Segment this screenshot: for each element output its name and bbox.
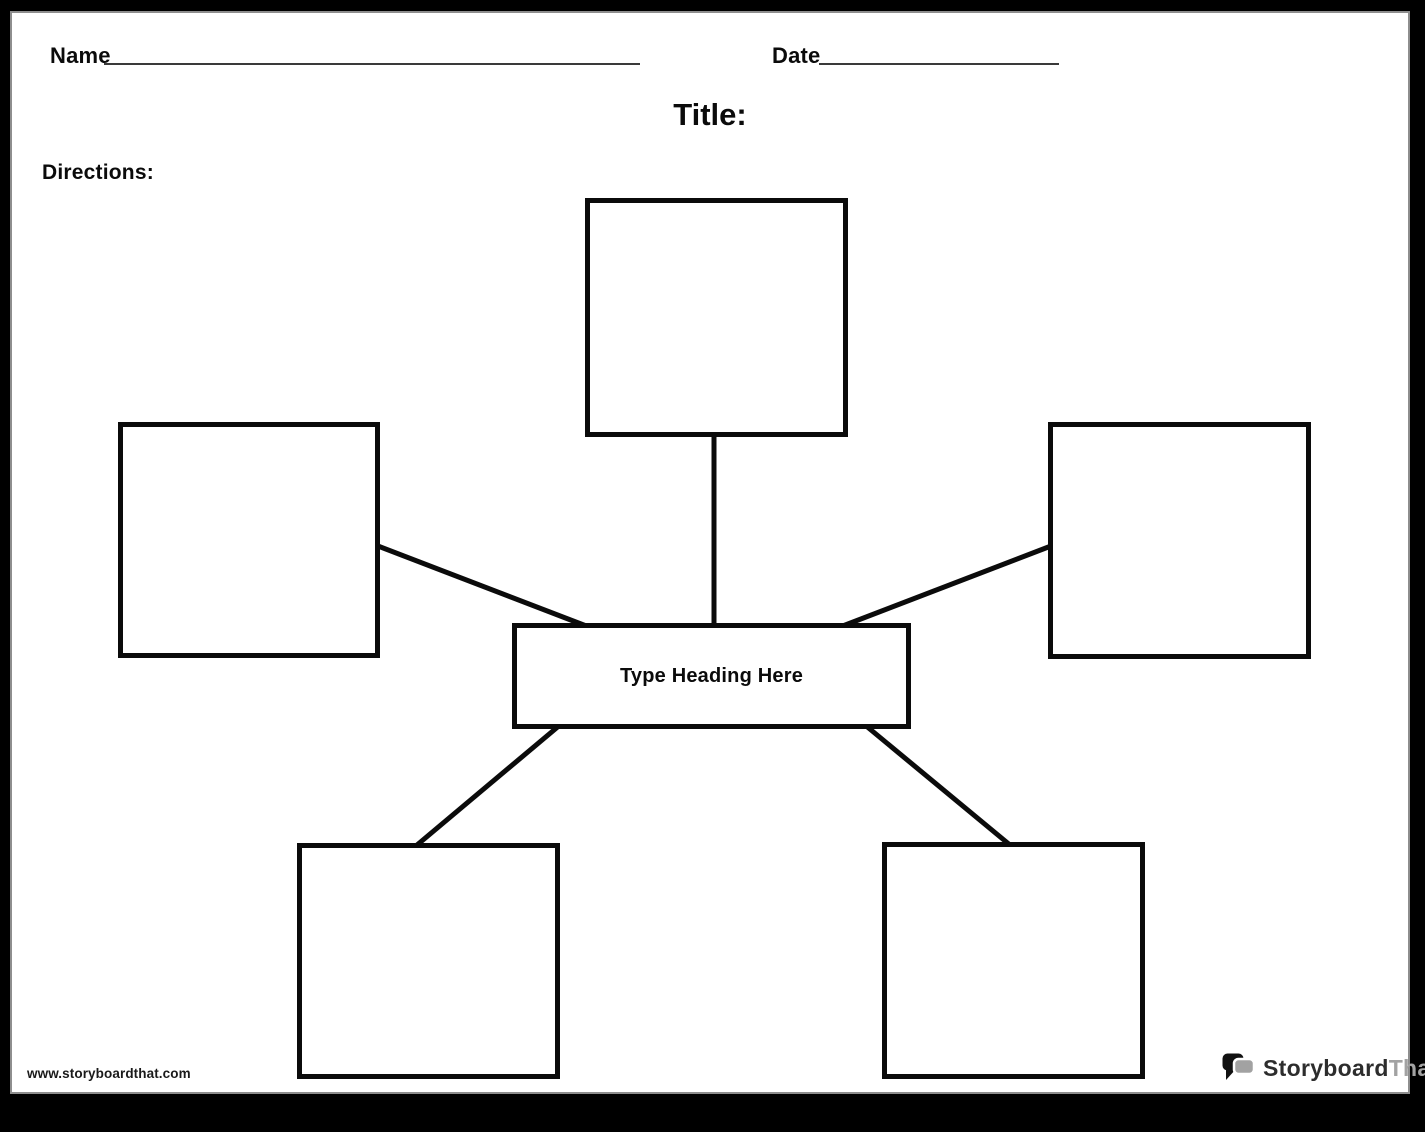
- logo-text-primary: Storyboard: [1263, 1054, 1389, 1081]
- storyboardthat-logo: StoryboardThat: [1222, 1053, 1425, 1083]
- center-heading-text: Type Heading Here: [619, 664, 804, 687]
- website-url: www.storyboardthat.com: [27, 1066, 191, 1081]
- spider-box-bottom-right[interactable]: [882, 842, 1145, 1079]
- date-label: Date: [772, 43, 821, 68]
- spider-box-top[interactable]: [585, 198, 848, 437]
- connector-right: [826, 543, 1052, 635]
- speech-bubbles-icon: [1222, 1053, 1256, 1080]
- worksheet-page: Name Date Title: Directions: Type Headin…: [10, 11, 1425, 1094]
- directions-label: Directions:: [42, 161, 154, 184]
- name-label: Name: [50, 43, 111, 68]
- spider-box-right[interactable]: [1048, 422, 1311, 659]
- name-fill-in-line[interactable]: [104, 63, 640, 65]
- connector-left: [377, 543, 603, 635]
- title-label: Title:: [673, 97, 747, 132]
- logo-text-secondary: That: [1388, 1054, 1425, 1081]
- logo-text: StoryboardThat: [1263, 1055, 1425, 1082]
- date-fill-in-line[interactable]: [819, 63, 1059, 65]
- connector-lines: [377, 433, 1052, 847]
- spider-box-left[interactable]: [118, 422, 380, 658]
- connector-bottom-left: [415, 723, 562, 847]
- spider-box-bottom-left[interactable]: [297, 843, 560, 1079]
- center-heading-box[interactable]: Type Heading Here: [512, 623, 911, 729]
- connector-bottom-right: [863, 723, 1012, 847]
